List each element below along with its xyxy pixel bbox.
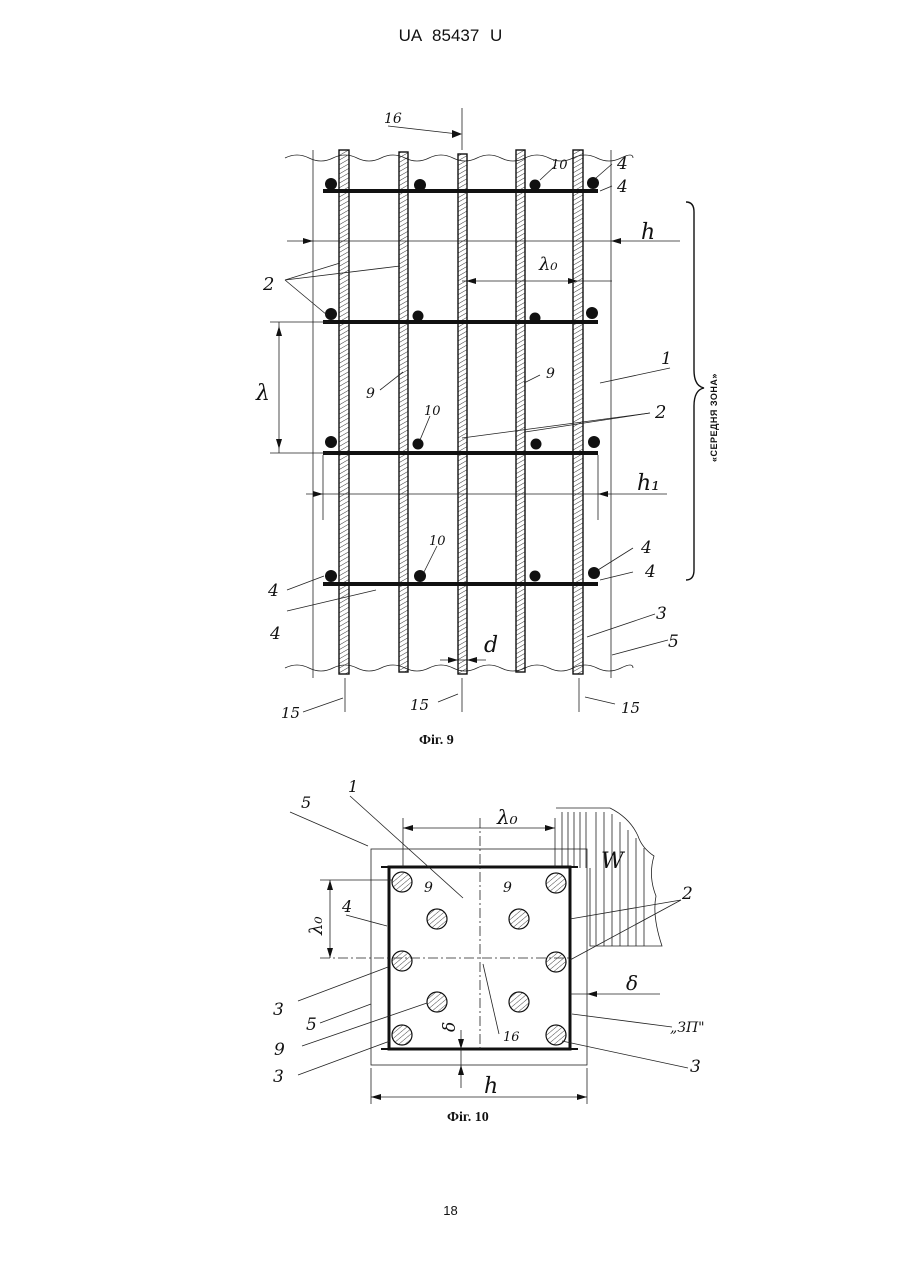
label-zp: „ЗП": [670, 1020, 705, 1036]
label-3: 3: [273, 1000, 284, 1020]
label-9: 9: [503, 880, 512, 896]
label-16: 16: [503, 1030, 520, 1045]
label-3: 3: [273, 1067, 284, 1087]
label-9: 9: [424, 880, 433, 896]
label-delta-bottom: δ: [440, 1022, 460, 1032]
label-9: 9: [274, 1040, 285, 1060]
label-1: 1: [348, 777, 358, 796]
page-number: 18: [0, 1203, 901, 1218]
figure-10-caption: Фіг. 10: [447, 1110, 489, 1126]
label-lambda0-left: λ₀: [306, 916, 327, 936]
label-4: 4: [341, 897, 352, 916]
label-lambda0: λ₀: [496, 805, 518, 829]
label-5: 5: [301, 793, 311, 812]
label-W: W: [601, 849, 626, 874]
label-h: h: [484, 1074, 498, 1099]
label-5: 5: [306, 1015, 317, 1035]
label-delta: δ: [626, 971, 638, 995]
label-3: 3: [690, 1057, 701, 1077]
label-2: 2: [681, 884, 693, 904]
